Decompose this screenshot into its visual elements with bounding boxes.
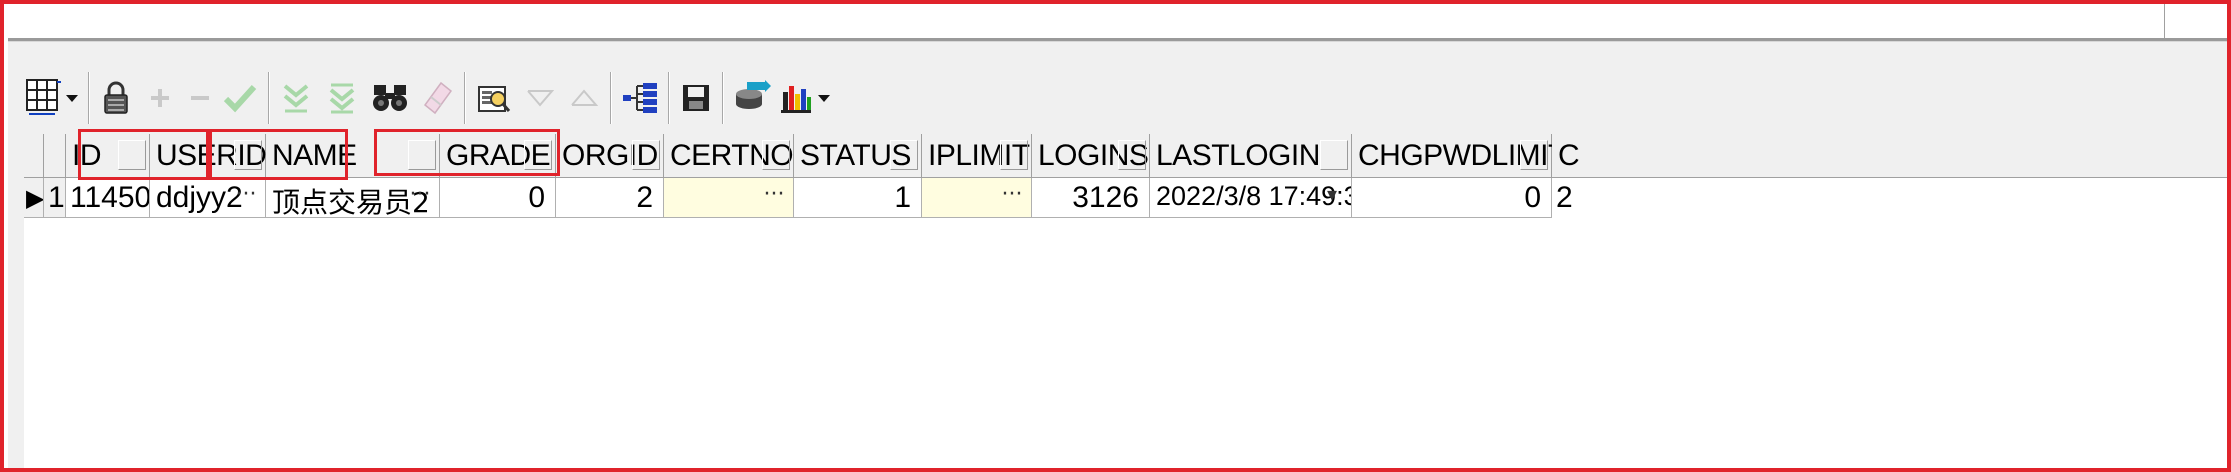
data-grid: ID USERID NAME GRADE ORGID CERTNO STATUS… [24, 134, 2227, 468]
cell-value: 0 [1524, 181, 1541, 214]
column-header-c[interactable]: C [1552, 134, 2227, 178]
header-corner [24, 134, 44, 178]
column-filter-button[interactable] [234, 140, 262, 170]
column-header-status[interactable]: STATUS [794, 134, 922, 178]
column-filter-button[interactable] [1118, 140, 1146, 170]
header-rownum [44, 134, 66, 178]
dropdown-arrow-icon[interactable] [62, 74, 82, 122]
column-filter-button[interactable] [762, 140, 790, 170]
plus-icon[interactable] [142, 74, 178, 122]
toolbar-separator [668, 72, 670, 124]
column-header-label: STATUS [800, 139, 911, 172]
cell-value: 114504 [70, 181, 150, 214]
query-by-example-icon[interactable] [472, 74, 516, 122]
tree-view-icon[interactable] [618, 74, 662, 122]
row-number-text: 1 [48, 181, 65, 214]
lock-icon[interactable] [96, 74, 136, 122]
grid-toolbar [24, 68, 1324, 132]
cell-value: ddjyy2 [156, 181, 243, 214]
cell-value: 2022/3/8 17:49:36 [1156, 181, 1352, 211]
column-header-label: GRADE [446, 139, 551, 172]
cell-name[interactable]: 顶点交易员2 ··· [266, 178, 440, 218]
column-header-label: ORGID [562, 139, 658, 172]
sort-up-icon[interactable] [564, 74, 604, 122]
save-icon[interactable] [676, 74, 716, 122]
splitter-highlight [8, 41, 2227, 42]
column-header-name[interactable]: NAME [266, 134, 440, 178]
cell-orgid[interactable]: 2 [556, 178, 664, 218]
minus-icon[interactable] [182, 74, 218, 122]
chart-dropdown-arrow-icon[interactable] [814, 74, 834, 122]
editor-scrollbar[interactable] [2164, 4, 2228, 38]
date-dropdown-icon[interactable]: ▾ [1326, 182, 1338, 206]
cell-grade[interactable]: 0 [440, 178, 556, 218]
chart-icon[interactable] [778, 74, 814, 122]
column-header-lastlogin[interactable]: LASTLOGIN [1150, 134, 1352, 178]
annotation-box-id [78, 129, 212, 180]
toolbar-separator [610, 72, 612, 124]
column-filter-button[interactable] [408, 140, 436, 170]
column-header-label: C [1558, 139, 1580, 172]
column-header-chgpwdlimit[interactable]: CHGPWDLIMIT [1352, 134, 1566, 178]
column-header-label: CHGPWDLIMIT [1358, 139, 1566, 172]
column-header-label: LOGINS [1038, 139, 1149, 172]
cell-id[interactable]: 114504 [66, 178, 150, 218]
column-filter-button[interactable] [632, 140, 660, 170]
column-header-label: NAME [272, 139, 357, 172]
column-header-label: CERTNO [670, 139, 794, 172]
cell-status[interactable]: 1 [794, 178, 922, 218]
cell-value: 顶点交易员2 [272, 186, 430, 218]
cell-editor-button[interactable]: ··· [1001, 182, 1023, 207]
binoculars-icon[interactable] [368, 74, 412, 122]
cell-certno[interactable]: ··· [664, 178, 794, 218]
cell-c[interactable]: 2 [1552, 178, 2227, 218]
sql-editor-area[interactable] [8, 4, 2165, 38]
toolbar-separator [464, 72, 466, 124]
cell-value: 2 [636, 181, 653, 214]
annotation-box-userid [206, 129, 348, 180]
column-header-label: ID [72, 139, 102, 172]
column-filter-button[interactable] [118, 140, 146, 170]
splitter[interactable] [8, 38, 2227, 41]
cell-value: 2 [1556, 181, 1573, 214]
cell-editor-button[interactable]: ··· [763, 182, 785, 207]
annotation-box-name [374, 129, 560, 176]
column-header-label: LASTLOGIN [1156, 139, 1320, 172]
row-indicator[interactable]: ▶ [24, 178, 44, 218]
fetch-next-icon[interactable] [276, 74, 316, 122]
column-filter-button[interactable] [1520, 140, 1548, 170]
cell-value: 0 [528, 181, 545, 214]
cell-editor-button[interactable]: ··· [235, 182, 257, 207]
eraser-icon[interactable] [418, 74, 458, 122]
toolbar-separator [88, 72, 90, 124]
sort-down-icon[interactable] [520, 74, 560, 122]
cell-editor-button[interactable]: ··· [409, 182, 431, 207]
fetch-all-icon[interactable] [322, 74, 362, 122]
column-filter-button[interactable] [524, 140, 552, 170]
grid-layout-icon[interactable] [24, 74, 64, 122]
cell-value: 3126 [1072, 181, 1139, 214]
column-filter-button[interactable] [890, 140, 918, 170]
cell-iplimit[interactable]: ··· [922, 178, 1032, 218]
toolbar-separator [268, 72, 270, 124]
current-row-arrow-icon: ▶ [26, 184, 44, 212]
cell-userid[interactable]: ddjyy2 ··· [150, 178, 266, 218]
cell-chgpwdlimit[interactable]: 0 [1352, 178, 1552, 218]
column-filter-button[interactable] [1000, 140, 1028, 170]
column-header-grade[interactable]: GRADE [440, 134, 556, 178]
cell-lastlogin[interactable]: 2022/3/8 17:49:36 ▾ [1150, 178, 1352, 218]
column-header-logins[interactable]: LOGINS [1032, 134, 1150, 178]
column-header-certno[interactable]: CERTNO [664, 134, 794, 178]
toolbar-separator [722, 72, 724, 124]
column-header-iplimit[interactable]: IPLIMIT [922, 134, 1032, 178]
export-icon[interactable] [730, 74, 774, 122]
cell-value: 1 [894, 181, 911, 214]
check-icon[interactable] [220, 74, 260, 122]
cell-logins[interactable]: 3126 [1032, 178, 1150, 218]
column-header-orgid[interactable]: ORGID [556, 134, 664, 178]
row-number[interactable]: 1 [44, 178, 66, 218]
column-filter-button[interactable] [1320, 140, 1348, 170]
column-header-label: IPLIMIT [928, 139, 1030, 172]
